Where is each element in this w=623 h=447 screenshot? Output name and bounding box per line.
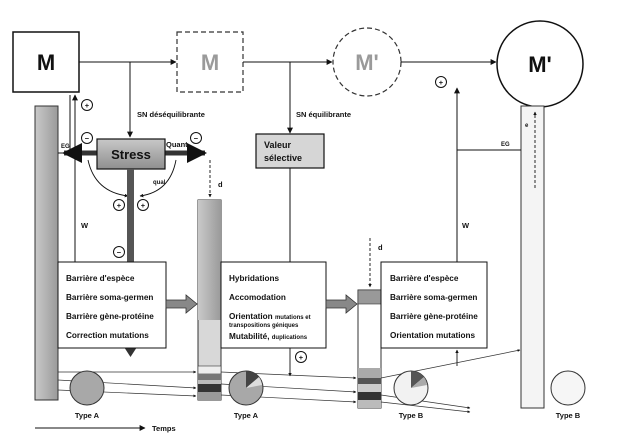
d-arrow-2: d bbox=[368, 238, 383, 288]
node-m4: M' bbox=[496, 20, 584, 108]
bar-1 bbox=[34, 105, 59, 401]
svg-text:Accomodation: Accomodation bbox=[229, 293, 286, 302]
stress-box: Stress Quant bbox=[62, 138, 207, 170]
box-barriers-2: Barrière d'espèce Barrière soma-germen B… bbox=[380, 261, 488, 349]
box-mechanisms: Hybridations Accomodation Orientation mu… bbox=[220, 261, 327, 349]
circle-type-b-1 bbox=[393, 370, 429, 406]
svg-text:Orientation mutations: Orientation mutations bbox=[390, 331, 476, 340]
circle-type-b-2 bbox=[550, 370, 586, 406]
svg-text:+: + bbox=[117, 201, 122, 210]
svg-text:M': M' bbox=[355, 50, 379, 75]
bar-4 bbox=[520, 105, 545, 409]
minus-sign: − bbox=[190, 132, 202, 144]
svg-text:Barrière soma-germen: Barrière soma-germen bbox=[390, 293, 477, 302]
svg-text:M: M bbox=[37, 50, 55, 75]
eg-arrow-right: EG bbox=[457, 142, 521, 151]
label-type-a-1: Type A bbox=[75, 411, 100, 420]
svg-text:Quant: Quant bbox=[166, 140, 188, 149]
svg-text:W: W bbox=[462, 221, 470, 230]
plus-sign: + bbox=[295, 351, 307, 363]
stress-feedback: qual bbox=[87, 159, 177, 198]
svg-text:Valeur: Valeur bbox=[264, 140, 292, 150]
node-m1: M bbox=[12, 31, 80, 93]
svg-text:qual: qual bbox=[153, 180, 166, 186]
node-m2: M bbox=[176, 31, 244, 93]
svg-text:−: − bbox=[85, 134, 90, 143]
d-arrow-1: d bbox=[208, 160, 223, 198]
e-arrow: e bbox=[525, 111, 537, 188]
label-type-b-2: Type B bbox=[556, 411, 581, 420]
sn-deseq-arrow: SN déséquilibrante bbox=[127, 62, 205, 138]
plus-sign: + bbox=[81, 99, 93, 111]
svg-text:sélective: sélective bbox=[264, 153, 302, 163]
svg-text:Temps: Temps bbox=[152, 424, 176, 433]
svg-text:+: + bbox=[439, 78, 444, 87]
sn-eq-arrow: SN équilibrante bbox=[287, 62, 351, 134]
plus-sign: + bbox=[113, 199, 125, 211]
svg-text:+: + bbox=[85, 101, 90, 110]
svg-text:Correction mutations: Correction mutations bbox=[66, 331, 149, 340]
svg-text:SN équilibrante: SN équilibrante bbox=[296, 110, 351, 119]
bar-2 bbox=[197, 199, 222, 401]
svg-text:+: + bbox=[299, 353, 304, 362]
svg-text:Mutabilité, duplications: Mutabilité, duplications bbox=[229, 332, 308, 341]
circle-type-a-2 bbox=[228, 370, 264, 406]
svg-text:M': M' bbox=[528, 52, 552, 77]
w-arrow-right: W bbox=[454, 87, 470, 262]
bar-3 bbox=[357, 289, 382, 409]
minus-sign: − bbox=[81, 132, 93, 144]
svg-text:EG: EG bbox=[61, 144, 70, 150]
svg-text:Orientation mutations et: Orientation mutations et bbox=[229, 312, 311, 321]
box-barriers-1: Barrière d'espèce Barrière soma-germen B… bbox=[57, 261, 167, 349]
eg-arrow-left: EG bbox=[58, 95, 71, 154]
svg-text:e: e bbox=[525, 123, 529, 129]
svg-text:Stress: Stress bbox=[111, 147, 151, 162]
svg-text:W: W bbox=[81, 221, 89, 230]
plus-sign: + bbox=[435, 76, 447, 88]
node-m3: M' bbox=[332, 27, 402, 97]
fan-lines bbox=[57, 349, 521, 414]
circle-type-a-1 bbox=[69, 370, 105, 406]
svg-text:EG: EG bbox=[501, 142, 510, 148]
w-arrow-left: W bbox=[72, 94, 89, 262]
minus-sign: − bbox=[113, 246, 125, 258]
time-arrow: Temps bbox=[35, 424, 176, 433]
label-type-b-1: Type B bbox=[399, 411, 424, 420]
svg-text:transpositions géniques: transpositions géniques bbox=[229, 323, 299, 329]
svg-text:Barrière d'espèce: Barrière d'espèce bbox=[390, 274, 459, 283]
svg-text:M: M bbox=[201, 50, 219, 75]
svg-text:SN déséquilibrante: SN déséquilibrante bbox=[137, 110, 205, 119]
sign-markers: + − − + + − + + bbox=[81, 76, 447, 363]
svg-text:Hybridations: Hybridations bbox=[229, 274, 279, 283]
svg-text:Barrière soma-germen: Barrière soma-germen bbox=[66, 293, 153, 302]
svg-text:d: d bbox=[218, 180, 223, 189]
svg-text:+: + bbox=[141, 201, 146, 210]
valeur-selective-box: Valeur sélective bbox=[255, 133, 325, 169]
svg-text:−: − bbox=[194, 134, 199, 143]
block-arrow-1 bbox=[165, 294, 198, 314]
svg-text:Barrière gène-protéine: Barrière gène-protéine bbox=[66, 312, 154, 321]
block-arrow-2 bbox=[325, 294, 358, 314]
plus-sign: + bbox=[137, 199, 149, 211]
svg-text:−: − bbox=[117, 248, 122, 257]
svg-text:d: d bbox=[378, 243, 383, 252]
svg-text:Barrière gène-protéine: Barrière gène-protéine bbox=[390, 312, 478, 321]
svg-text:Barrière d'espèce: Barrière d'espèce bbox=[66, 274, 135, 283]
label-type-a-2: Type A bbox=[234, 411, 259, 420]
stress-down-arrow bbox=[124, 169, 137, 357]
